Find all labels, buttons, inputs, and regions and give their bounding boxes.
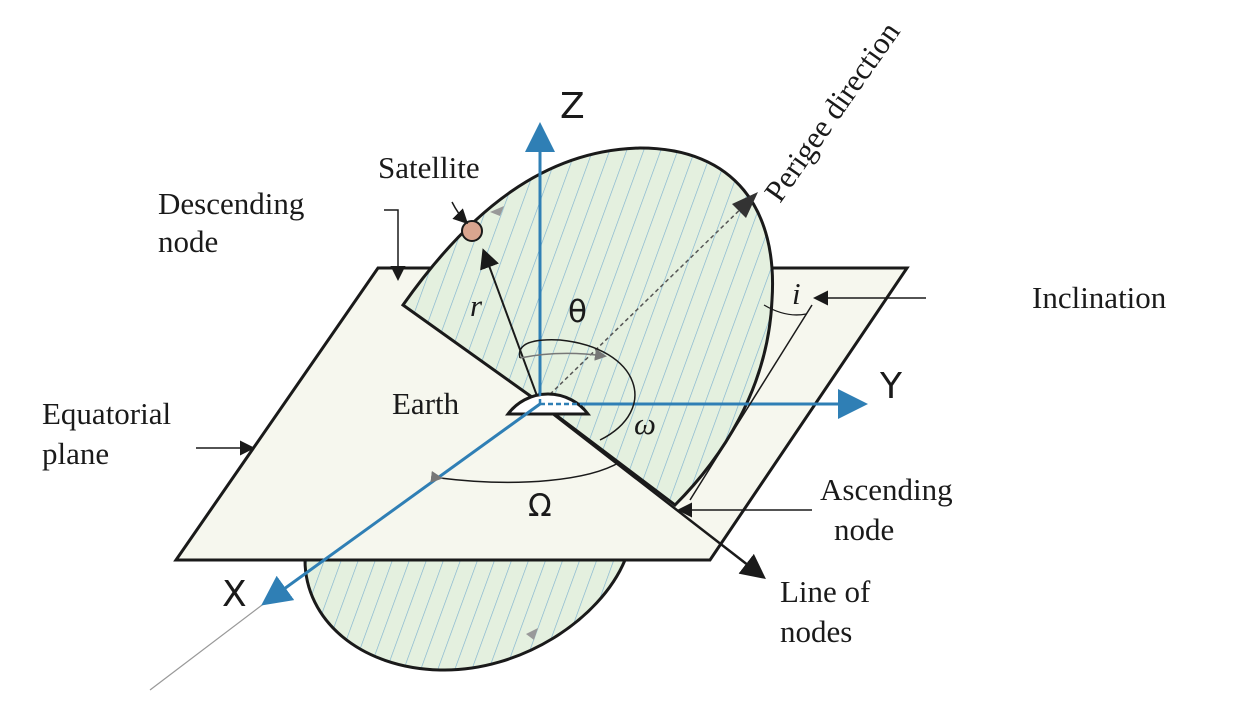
omega-symbol: ω [634,406,656,441]
radius-vector [480,248,541,405]
descending-node-label-line2: node [158,224,218,259]
z-axis-label: Z [560,86,585,127]
equatorial-plane-label-line1: Equatorial [42,396,171,431]
orbit-direction-marker-lower [526,628,538,640]
omega-arc [518,339,636,441]
big-omega-arc [430,461,621,484]
satellite-label: Satellite [378,150,480,185]
perigee-direction-line [539,197,753,405]
inclination-label: Inclination [1032,280,1167,315]
earth-label: Earth [392,386,460,421]
x-axis [261,402,541,606]
ascending-node-label-line1: Ascending [820,472,953,507]
ascending-node-label-line2: node [834,512,894,547]
x-axis-extension [149,601,267,691]
line-of-nodes [539,403,766,580]
x-axis-label: X [222,574,247,615]
perigee-arrowhead [732,192,758,218]
satellite-pointer [451,201,469,225]
r-symbol: r [470,288,483,323]
orbit-direction-marker [490,206,504,216]
y-axis-label: Y [879,366,903,407]
descending-node-label-line1: Descending [158,186,304,221]
equatorial-plane-label-line2: plane [42,436,109,471]
theta-symbol: θ [568,294,587,330]
perigee-direction-label: Perigee direction [757,15,907,208]
satellite-dot [461,220,483,242]
big-omega-symbol: Ω [528,488,552,524]
orbit-lower-part [303,558,628,672]
line-of-nodes-label-line2: nodes [780,614,852,649]
inclination-line [689,304,813,501]
descending-node-pointer [384,209,406,281]
line-of-nodes-label-line1: Line of [780,574,871,609]
theta-arc [519,348,607,361]
inclination-symbol: i [792,276,801,311]
inclination-arc [763,304,807,316]
